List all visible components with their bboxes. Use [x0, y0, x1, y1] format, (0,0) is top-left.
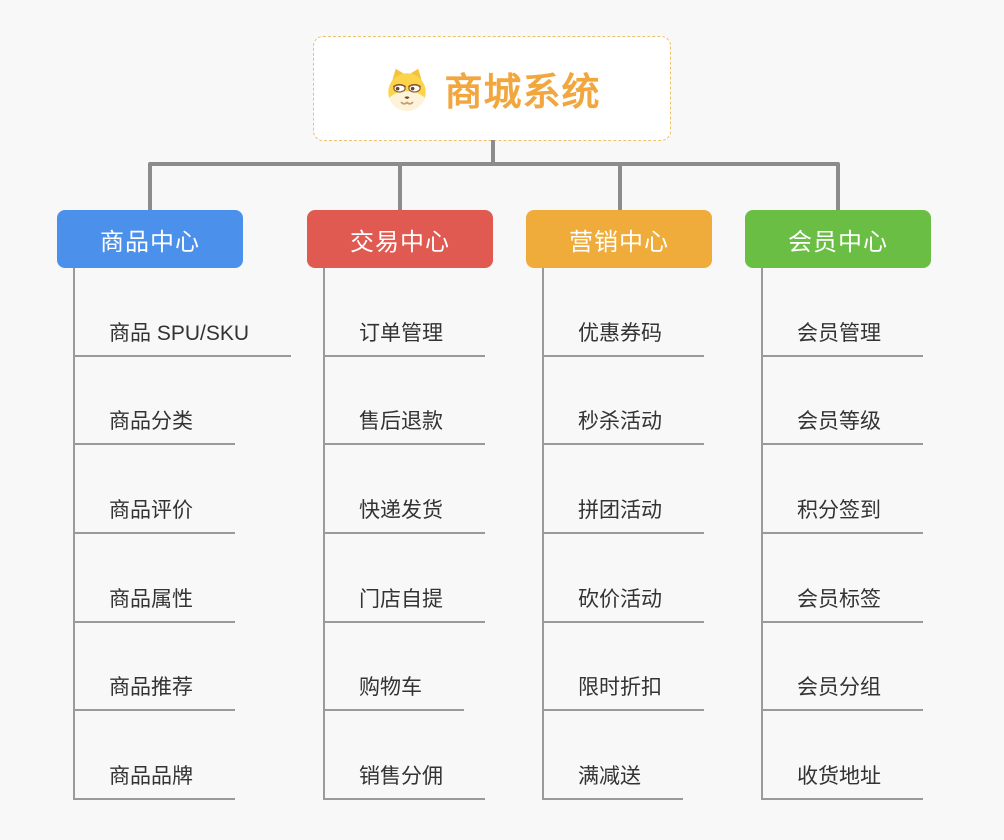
topic-item[interactable]: 会员分组	[763, 623, 923, 712]
topic-item[interactable]: 快递发货	[325, 445, 485, 534]
branch-header-product[interactable]: 商品中心	[57, 210, 243, 268]
connector-drop-1	[148, 164, 152, 210]
topic-item[interactable]: 销售分佣	[325, 711, 485, 800]
topic-item[interactable]: 商品分类	[75, 357, 235, 446]
topic-item[interactable]: 会员管理	[763, 268, 923, 357]
topic-item[interactable]: 门店自提	[325, 534, 485, 623]
topic-item[interactable]: 秒杀活动	[544, 357, 704, 446]
topic-item[interactable]: 商品 SPU/SKU	[75, 268, 292, 357]
topic-item[interactable]: 会员标签	[763, 534, 923, 623]
connector-drop-2	[398, 164, 402, 210]
connector-drop-3	[618, 164, 622, 210]
branch-children-product: 商品 SPU/SKU 商品分类 商品评价 商品属性 商品推荐 商品品牌	[73, 268, 292, 800]
topic-item[interactable]: 购物车	[325, 623, 464, 712]
topic-item[interactable]: 满减送	[544, 711, 683, 800]
topic-item[interactable]: 会员等级	[763, 357, 923, 446]
branch-header-trade[interactable]: 交易中心	[307, 210, 493, 268]
connector-bus	[148, 162, 840, 166]
branch-header-marketing[interactable]: 营销中心	[526, 210, 712, 268]
branch-children-trade: 订单管理 售后退款 快递发货 门店自提 购物车 销售分佣	[323, 268, 485, 800]
connector-root-stub	[491, 140, 495, 164]
topic-item[interactable]: 商品品牌	[75, 711, 235, 800]
branch-children-member: 会员管理 会员等级 积分签到 会员标签 会员分组 收货地址	[761, 268, 923, 800]
topic-item[interactable]: 砍价活动	[544, 534, 704, 623]
topic-item[interactable]: 商品属性	[75, 534, 235, 623]
topic-item[interactable]: 拼团活动	[544, 445, 704, 534]
branch-children-marketing: 优惠券码 秒杀活动 拼团活动 砍价活动 限时折扣 满减送	[542, 268, 704, 800]
topic-item[interactable]: 收货地址	[763, 711, 923, 800]
topic-item[interactable]: 订单管理	[325, 268, 485, 357]
root-node[interactable]: 商城系统	[313, 36, 671, 141]
topic-item[interactable]: 售后退款	[325, 357, 485, 446]
topic-item[interactable]: 商品推荐	[75, 623, 235, 712]
root-title: 商城系统	[444, 72, 601, 114]
connector-drop-4	[836, 164, 840, 210]
topic-item[interactable]: 商品评价	[75, 445, 235, 534]
topic-item[interactable]: 优惠券码	[544, 268, 704, 357]
branch-header-member[interactable]: 会员中心	[745, 210, 931, 268]
dog-face-icon	[383, 65, 431, 113]
topic-item[interactable]: 限时折扣	[544, 623, 704, 712]
topic-item[interactable]: 积分签到	[763, 445, 923, 534]
